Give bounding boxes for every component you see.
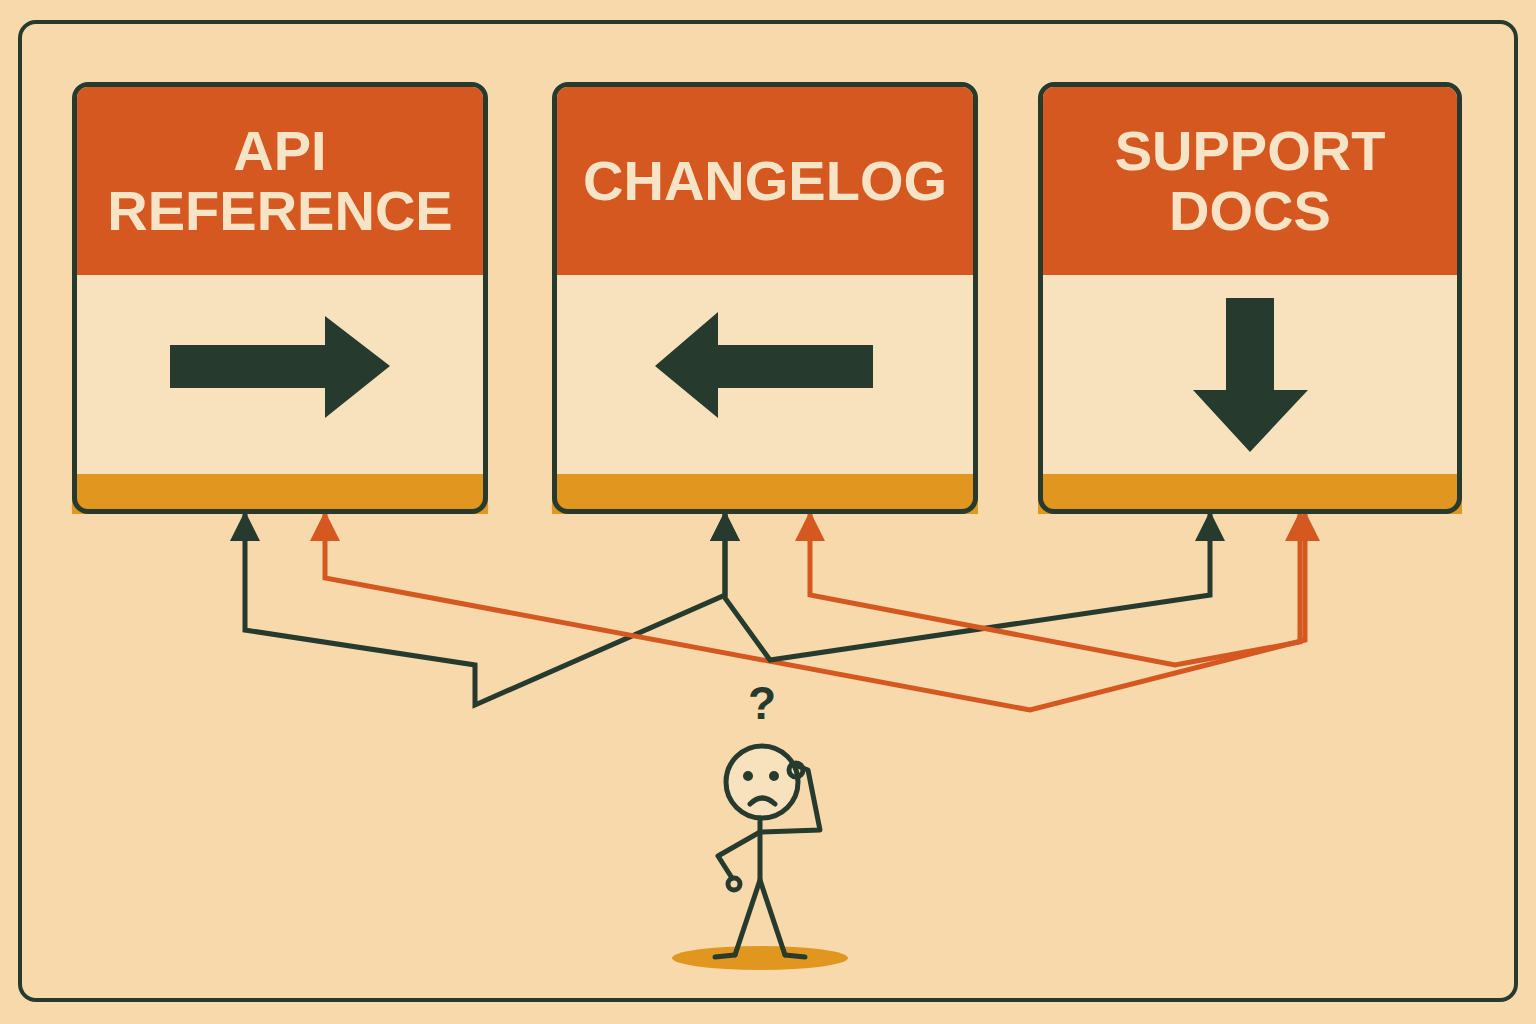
- sign-header: API REFERENCE: [77, 87, 483, 275]
- doc-sign-box: API REFERENCE: [72, 82, 488, 514]
- box-bodies: [72, 82, 1462, 514]
- question-mark: ?: [748, 680, 776, 726]
- doc-sign-box: SUPPORT DOCS: [1038, 82, 1462, 514]
- route-connector: [725, 514, 1210, 660]
- direction-arrows: [170, 298, 1308, 452]
- confused-figure: [672, 746, 848, 970]
- sign-header: CHANGELOG: [557, 87, 973, 275]
- sign-title: SUPPORT DOCS: [1060, 121, 1440, 242]
- sign-title: API REFERENCE: [90, 121, 470, 242]
- sign-title: CHANGELOG: [583, 151, 947, 211]
- route-connector: [810, 514, 1300, 665]
- outer-frame: [20, 22, 1516, 1000]
- sign-header: SUPPORT DOCS: [1043, 87, 1457, 275]
- route-connector: [325, 514, 1305, 710]
- doc-sign-box: CHANGELOG: [552, 82, 978, 514]
